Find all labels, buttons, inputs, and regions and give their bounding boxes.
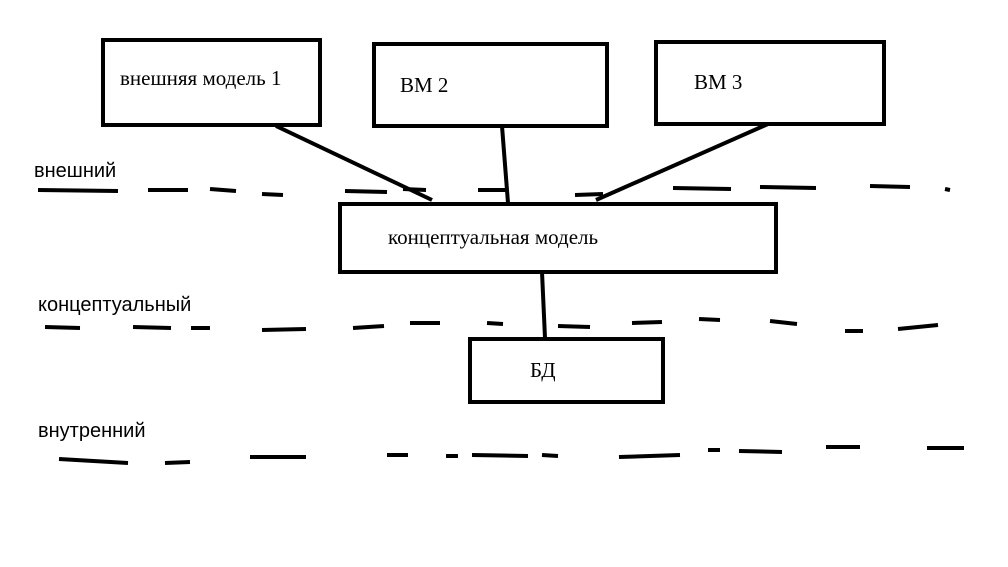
- db-box: БД: [468, 337, 665, 404]
- db-label: БД: [530, 358, 556, 382]
- conceptual-model-label: концептуальная модель: [388, 225, 599, 249]
- vm2-label: ВМ 2: [400, 73, 449, 97]
- vm3-label: ВМ 3: [694, 70, 743, 94]
- conceptual-level-dashed-line: [44, 317, 939, 333]
- external-level-dashed-line: [37, 184, 951, 197]
- vm2-box: ВМ 2: [372, 42, 609, 128]
- external-model-1-box: внешняя модель 1: [101, 38, 322, 127]
- connector-conceptual-to-db: [540, 271, 547, 339]
- connector-vm3-to-conceptual: [595, 122, 769, 202]
- conceptual-model-box: концептуальная модель: [338, 202, 778, 274]
- conceptual-level-label: концептуальный: [38, 294, 192, 316]
- internal-level-dashed-line: [58, 445, 964, 465]
- internal-level-label: внутренний: [38, 420, 146, 442]
- external-model-1-label: внешняя модель 1: [120, 66, 282, 90]
- external-level-label: внешний: [34, 160, 117, 182]
- vm3-box: ВМ 3: [654, 40, 886, 126]
